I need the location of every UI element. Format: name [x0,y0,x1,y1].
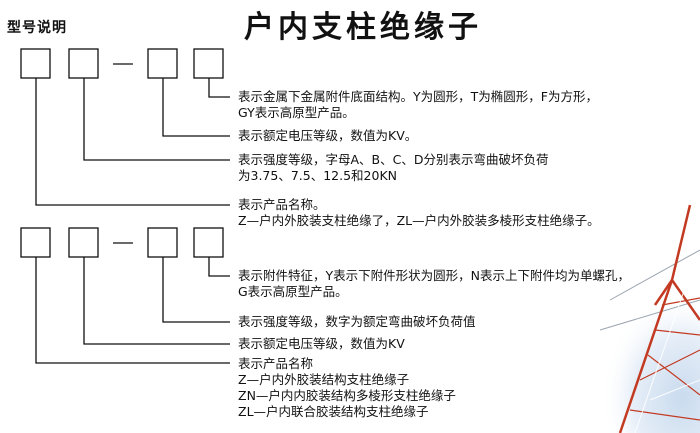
diagram1-leader-1 [35,78,230,206]
diagram2-leader-1 [35,257,230,364]
diagram1-desc-strength: 表示强度等级，字母A、B、C、D分别表示弯曲破坏负荷 为3.75、7.5、12.… [238,152,549,183]
diagram2-desc-strength: 表示强度等级，数字为额定弯曲破坏负荷值 [238,314,476,329]
diagram1-desc-base-structure: 表示金属下金属附件底面结构。Y为圆形，T为椭圆形，F为方形， GY表示高原型产品… [238,89,598,120]
diagram2-desc-product-name: 表示产品名称 Z—户内外胶装结构支柱绝缘子 ZN—户内内胶装结构多棱形支柱绝缘子… [238,356,456,419]
diagram2-leader-3 [162,257,230,323]
diagram1-box-1 [20,48,51,79]
section-label: 型号说明 [7,20,67,36]
diagram2-box-2 [68,227,99,258]
diagram1-box-2 [68,48,99,79]
diagram1-box-3 [147,48,178,79]
diagram1-desc-voltage: 表示额定电压等级，数值为KV。 [238,128,418,143]
diagram2-leader-2 [83,257,230,345]
diagram2-box-3 [147,227,178,258]
diagram1-desc-product-name: 表示产品名称。 Z—户内外胶装支柱绝缘了，ZL—户内外胶装多棱形支柱绝缘子。 [238,197,600,228]
diagram2-leader-4 [208,257,230,277]
diagram1-leader-3 [162,78,230,137]
diagram1-leader-4 [208,78,230,98]
diagram2-desc-fitting-feature: 表示附件特征，Y表示下附件形状为圆形，N表示上下附件均为单螺孔， G表示高原型产… [238,268,630,299]
diagram2-box-1 [20,227,51,258]
page-title: 户内支柱绝缘子 [244,10,482,45]
diagram2-desc-voltage: 表示额定电压等级，数值为KV [238,336,405,351]
diagram2-box-4 [193,227,224,258]
diagram1-box-4 [193,48,224,79]
diagram1-leader-2 [83,78,230,161]
